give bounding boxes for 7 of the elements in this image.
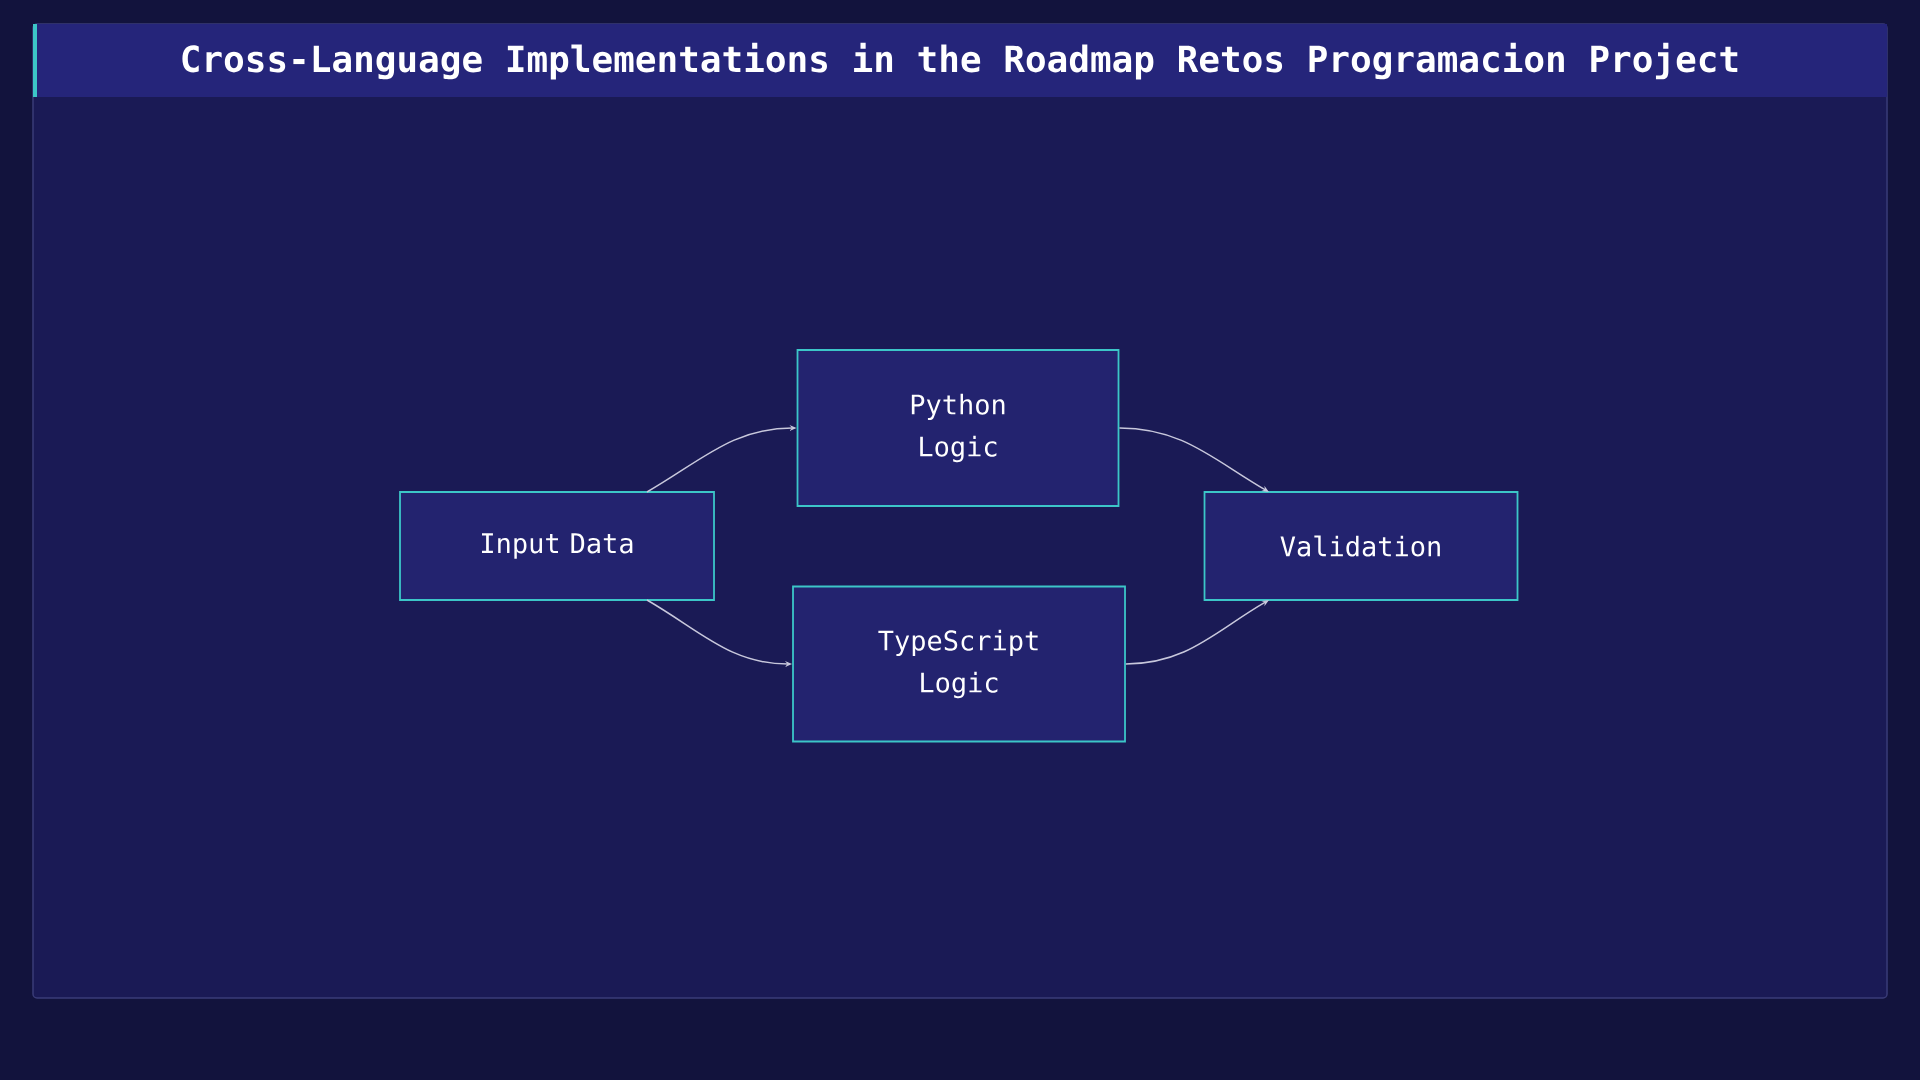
process-box: Python Logic	[796, 349, 1120, 507]
process-box: Validation	[1203, 491, 1519, 601]
arrow	[1125, 600, 1269, 665]
title-bar: Cross-Language Implementations in the Roadmap Retos Programacion Project	[33, 24, 1887, 97]
arrow	[1118, 427, 1269, 492]
process-box: TypeScript Logic	[792, 585, 1126, 743]
process-box: Input Data	[399, 491, 715, 601]
